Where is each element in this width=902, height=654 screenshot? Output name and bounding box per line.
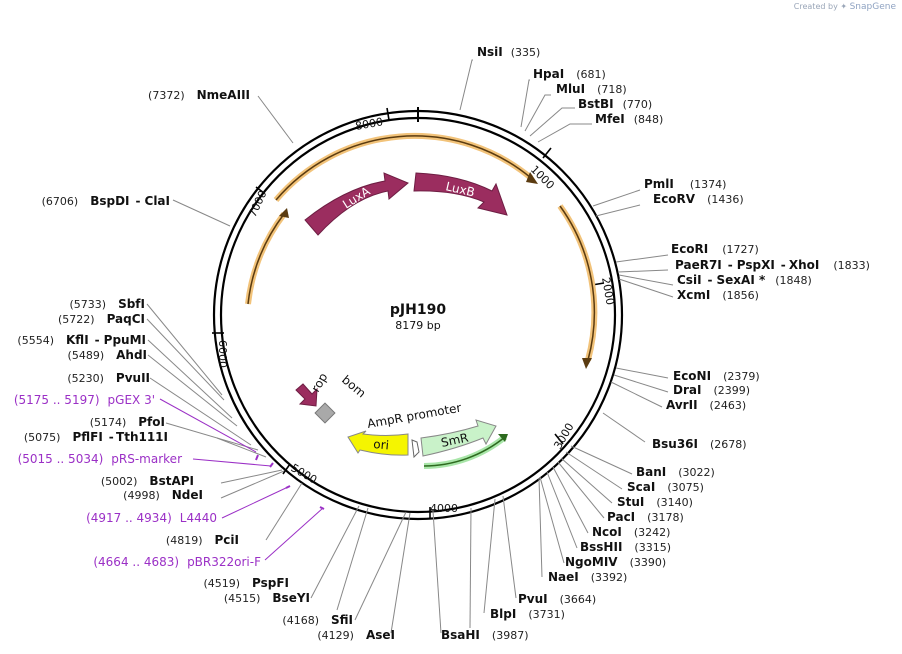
tick-label-6000: 6000 [216,340,229,368]
site-ecorv[interactable]: EcoRV(1436) [653,192,744,206]
watermark-brand: SnapGene [849,2,896,12]
feature-luxb[interactable]: LuxB [413,172,508,216]
site-bstapi[interactable]: (5002)BstAPI [101,474,194,488]
primer-l4440[interactable]: (4917 .. 4934)L4440 [86,511,217,525]
site-bani[interactable]: BanI(3022) [636,465,715,479]
tick-marks [212,107,605,519]
site-mfei[interactable]: MfeI(848) [595,112,663,126]
site-leader-lines [146,59,674,634]
primer-leader-lines [159,398,325,561]
site-bsahi[interactable]: BsaHI(3987) [441,628,528,642]
site-ndei[interactable]: (4998)NdeI [123,488,203,502]
snapgene-logo-icon: ✦ [840,2,848,11]
primer-pgex-3[interactable]: (5175 .. 5197)pGEX 3' [14,393,155,407]
feature-smr[interactable]: SmR [420,419,497,457]
watermark: Created by ✦ SnapGene [794,2,896,12]
site-blpi[interactable]: BlpI(3731) [490,607,565,621]
site-paer7i[interactable]: PaeR7I-PspXI-XhoI(1833) [675,258,870,272]
tick-label-2000: 2000 [599,276,617,306]
watermark-prefix: Created by [793,2,838,11]
site-scai[interactable]: ScaI(3075) [627,480,704,494]
site-stui[interactable]: StuI(3140) [617,495,693,509]
site-nmeaiii[interactable]: (7372)NmeAIII [148,88,250,102]
feature-label-rop: rop [308,370,330,394]
feature-label-bom: bom [339,373,368,401]
site-labels-left: (4129)AseI (4168)SfiI (4515)BseYI (4519)… [17,88,395,642]
tick-label-4000: 4000 [430,502,458,515]
feature-label-luxb: LuxB [444,179,476,199]
site-pcii[interactable]: (4819)PciI [166,533,239,547]
site-drai[interactable]: DraI(2399) [673,383,750,397]
site-mlui[interactable]: MluI(718) [556,82,627,96]
primer-prs-marker[interactable]: (5015 .. 5034)pRS-marker [18,452,182,466]
site-pfoi[interactable]: (5174)PfoI [90,415,165,429]
site-bspdi[interactable]: (6706)BspDI-ClaI [42,194,170,208]
tick-label-7000: 7000 [246,188,270,219]
primer-pbr322ori-f[interactable]: (4664 .. 4683)pBR322ori-F [93,555,261,569]
site-ncoi[interactable]: NcoI(3242) [592,525,670,539]
feature-luxa[interactable]: LuxA [304,172,409,236]
site-sbfi[interactable]: (5733)SbfI [70,297,146,311]
site-paci[interactable]: PacI(3178) [607,510,684,524]
feature-rop[interactable]: rop [295,370,330,407]
primer-labels: (4664 .. 4683)pBR322ori-F (4917 .. 4934)… [14,393,261,569]
site-naei[interactable]: NaeI(3392) [548,570,627,584]
site-kfli[interactable]: (5554)KflI-PpuMI [17,333,146,347]
site-ahdi[interactable]: (5489)AhdI [68,348,147,362]
site-labels: NsiI(335) HpaI(681) MluI(718) BstBI(770)… [441,45,870,642]
site-asei[interactable]: (4129)AseI [317,628,395,642]
site-pvuii[interactable]: (5230)PvuII [67,371,150,385]
site-econi[interactable]: EcoNI(2379) [673,369,760,383]
site-bsshii[interactable]: BssHII(3315) [580,540,671,554]
feature-label-smr: SmR [440,430,470,449]
plasmid-size: 8179 bp [395,319,440,332]
site-xcmi[interactable]: XcmI(1856) [677,288,759,302]
site-bsu36i[interactable]: Bsu36I(2678) [652,437,747,451]
site-hpai[interactable]: HpaI(681) [533,67,606,81]
site-sfii[interactable]: (4168)SfiI [282,613,353,627]
site-pmli[interactable]: PmlI(1374) [644,177,726,191]
site-csii[interactable]: CsiI-SexAI *(1848) [677,273,812,287]
site-pvui[interactable]: PvuI(3664) [518,592,596,606]
site-paqci[interactable]: (5722)PaqCI [58,312,145,326]
site-bstbi[interactable]: BstBI(770) [578,97,652,111]
site-nsii[interactable]: NsiI(335) [477,45,540,59]
orf-arcs [245,132,598,469]
tick-label-8000: 8000 [354,115,384,133]
feature-ori[interactable]: ori [347,430,409,456]
site-bseyi[interactable]: (4515)BseYI [224,591,310,605]
site-avrii[interactable]: AvrII(2463) [666,398,746,412]
site-pspfi[interactable]: (4519)PspFI [203,576,289,590]
site-pflfi[interactable]: (5075)PflFI-Tth111I [24,430,168,444]
plasmid-name: pJH190 [390,302,446,318]
feature-label-ori: ori [373,437,390,452]
feature-label-ampr-promoter: AmpR promoter [366,401,462,431]
site-ngomiv[interactable]: NgoMIV(3390) [565,555,666,569]
site-ecori[interactable]: EcoRI(1727) [671,242,759,256]
